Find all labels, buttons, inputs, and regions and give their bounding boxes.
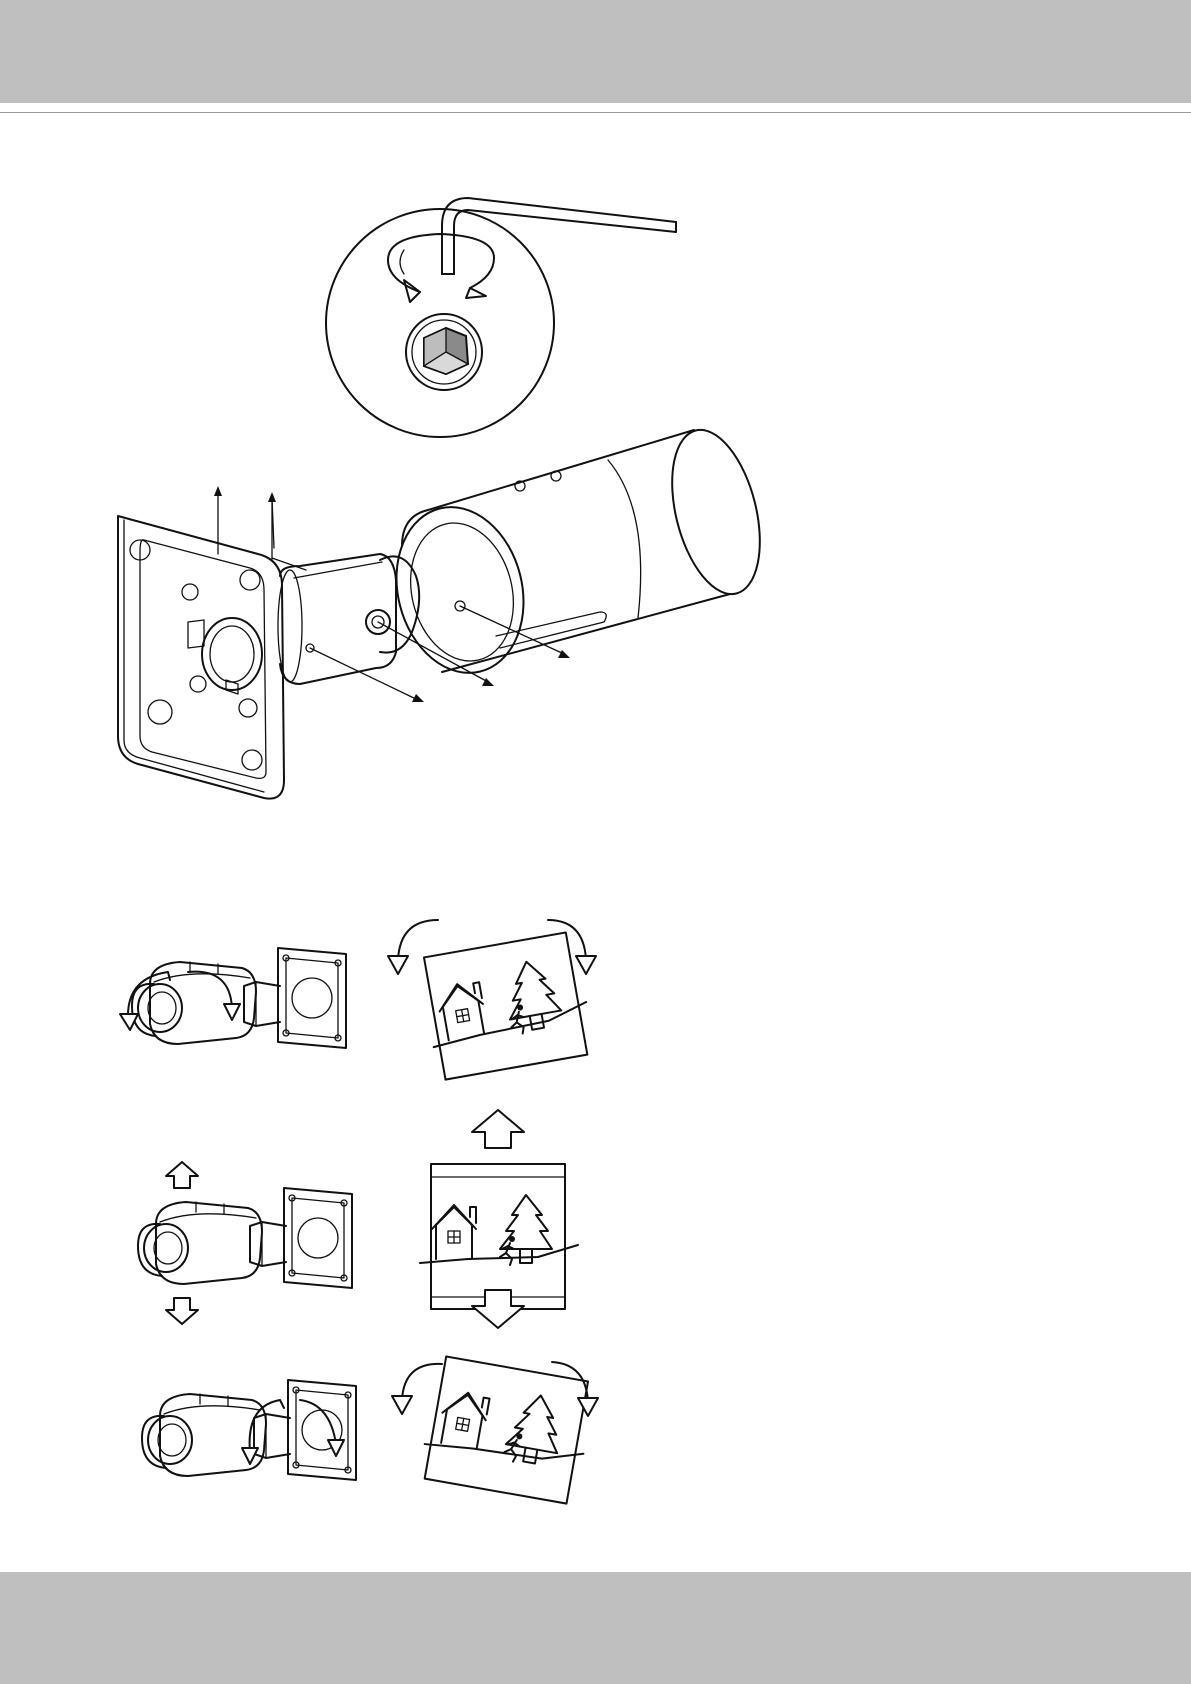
up-arrow-icon [472,1110,524,1148]
wall-mount-plate-icon [118,516,284,799]
camera-pan-icon [142,1380,356,1480]
camera-rotate-icon [120,948,346,1048]
bullet-camera-icon [278,421,775,687]
small-up-arrow-icon [166,1162,198,1188]
camera-tilt-icon [138,1188,352,1288]
scene-rotated-left-icon [418,931,595,1081]
rotation-arrow-left-icon [388,920,596,974]
camera-assembly-figure [118,421,775,799]
adjustment-grid-figure [120,920,598,1505]
down-arrow-icon [472,1290,524,1328]
hex-key-icon [442,198,676,274]
rotation-arrow-right-icon [392,1362,598,1416]
scene-rotated-right-icon [419,1355,596,1505]
small-down-arrow-icon [166,1298,198,1324]
callout-arrow-icon [214,486,570,702]
detail-zoom-figure [326,198,676,437]
zoom-circle [326,209,554,437]
scene-level-icon [420,1164,578,1309]
hex-socket-icon [406,314,482,390]
